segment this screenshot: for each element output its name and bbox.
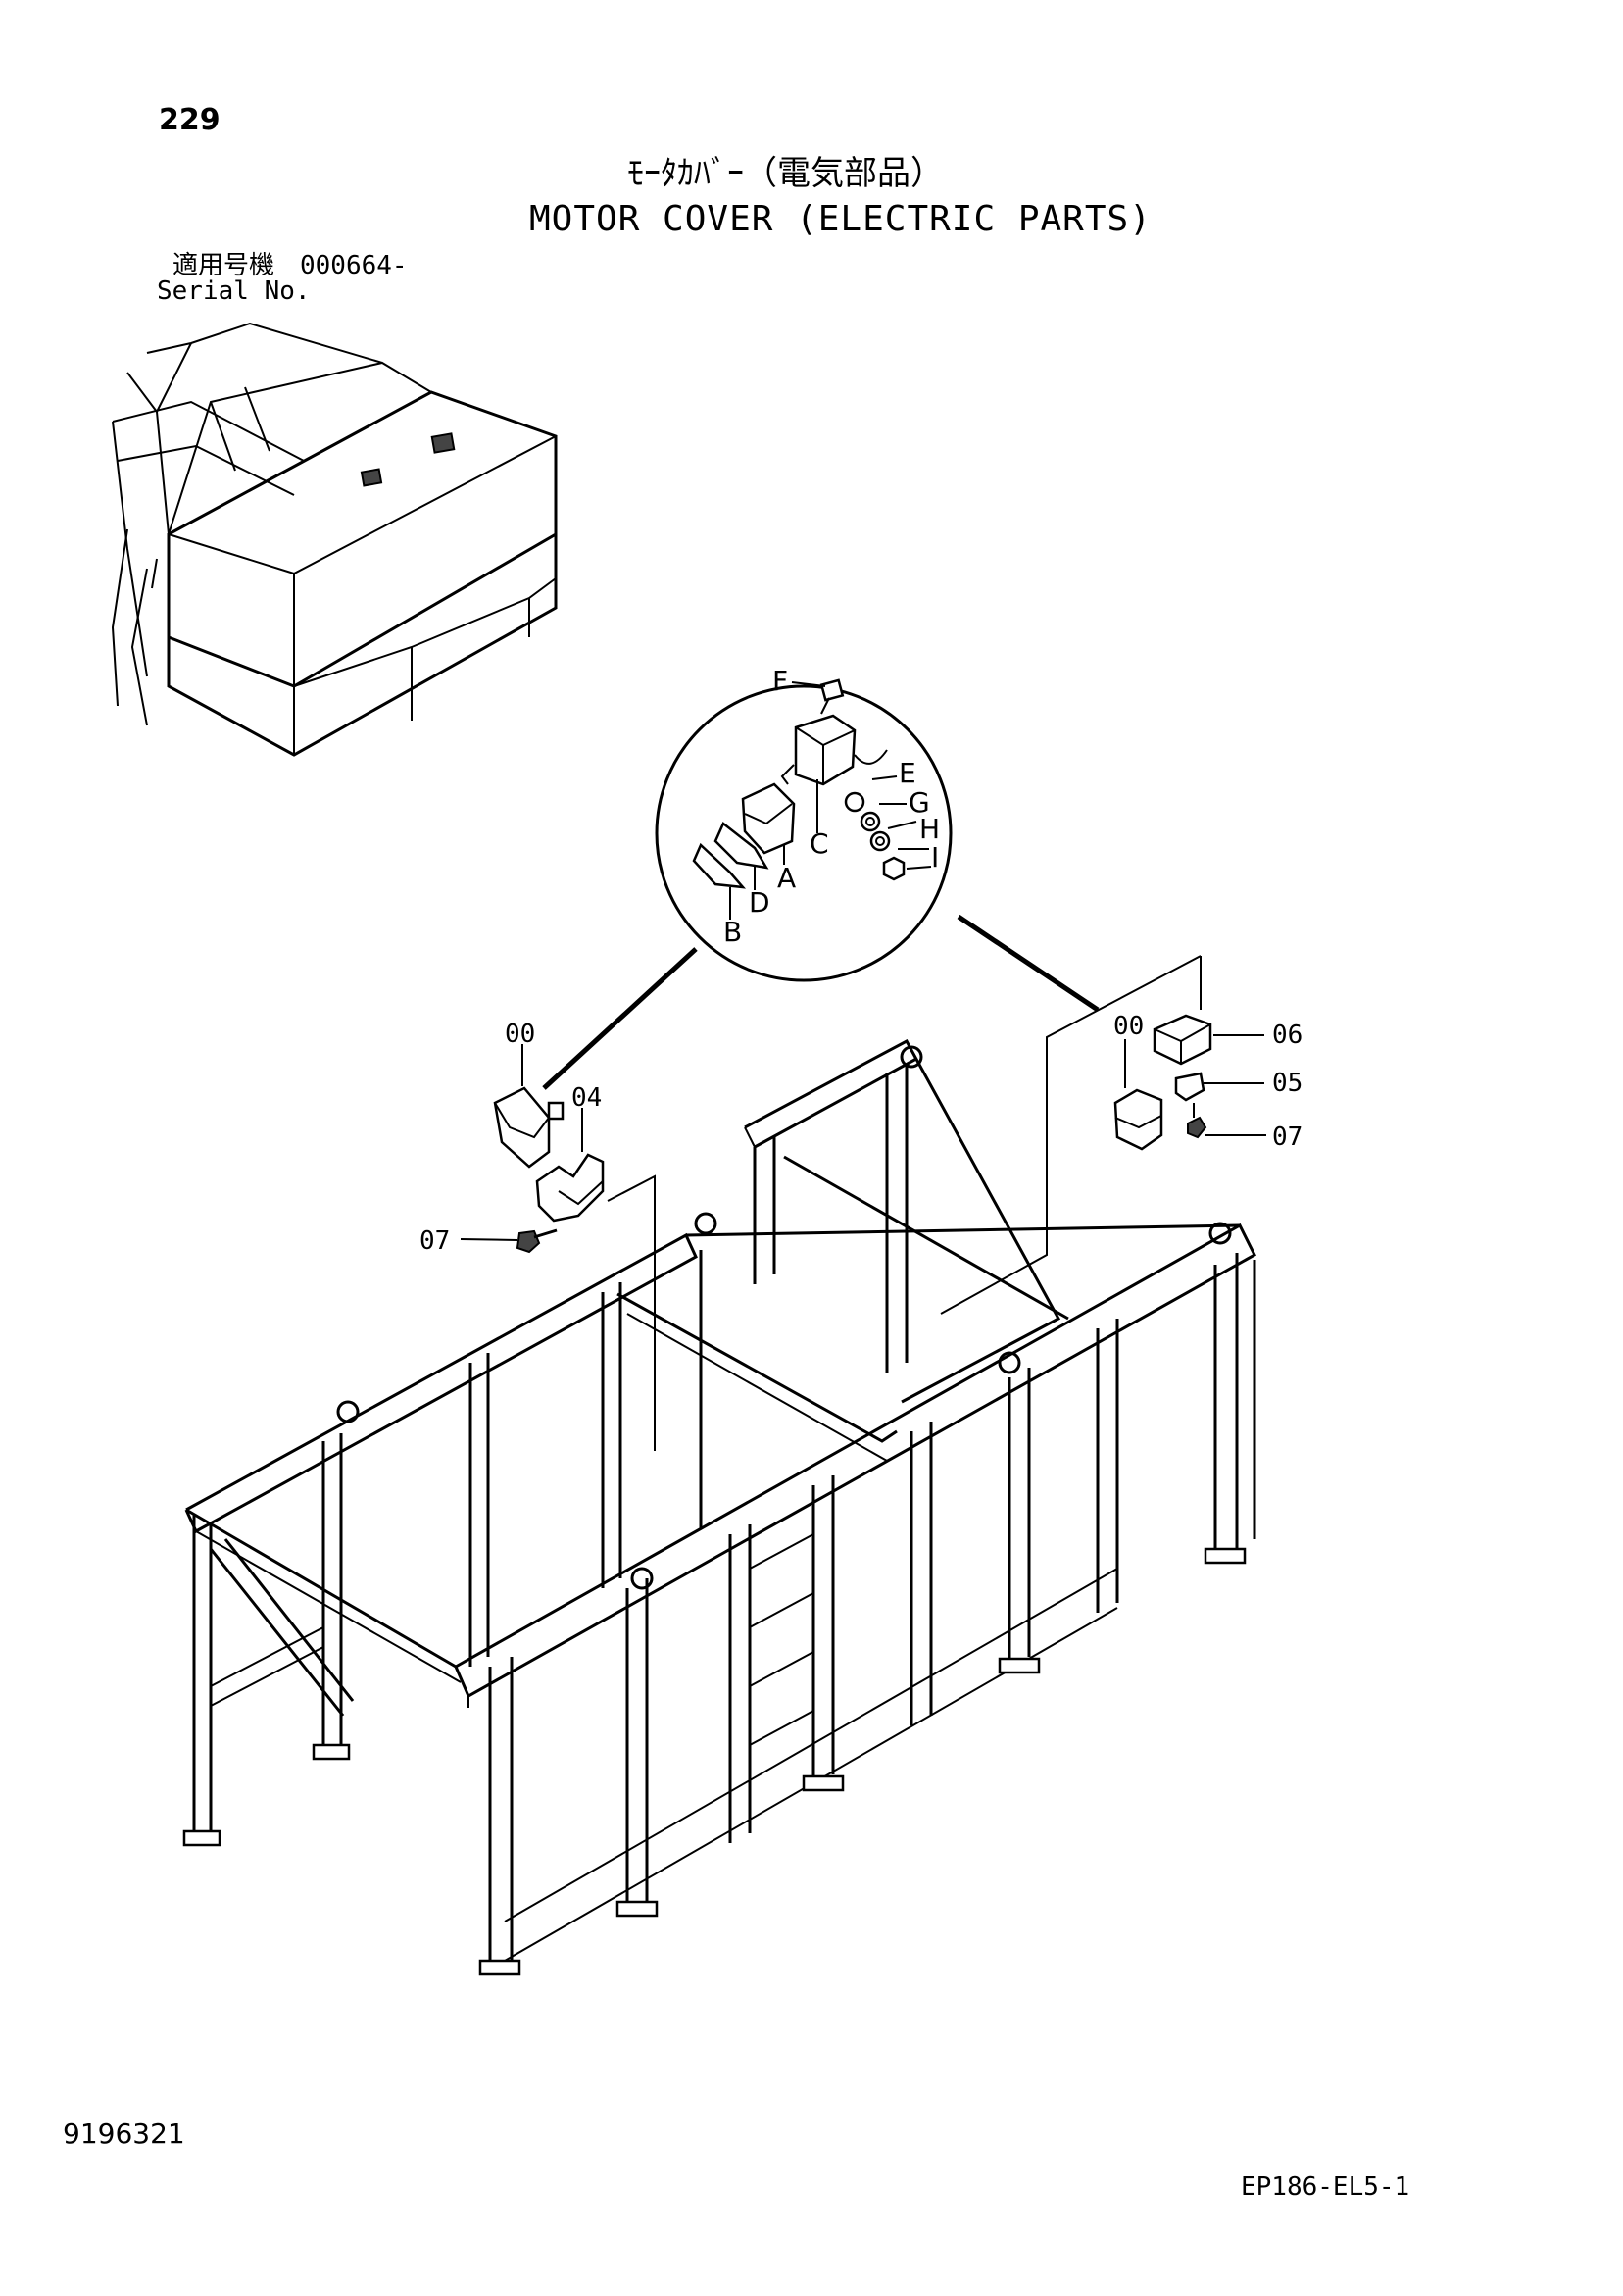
callout-06: 06: [1272, 1021, 1303, 1050]
callout-05: 05: [1272, 1069, 1303, 1098]
callout-E: E: [899, 757, 916, 789]
callout-00-right: 00: [1113, 1012, 1144, 1041]
drawing-code: EP186-EL5-1: [1241, 2172, 1410, 2202]
document-id: 9196321: [63, 2118, 185, 2150]
title-japanese: ﾓｰﾀｶﾊﾞｰ（電気部品）: [627, 154, 944, 193]
callout-07-left: 07: [419, 1226, 450, 1256]
callout-00-left: 00: [505, 1020, 535, 1049]
callout-A: A: [777, 862, 796, 894]
serial-label-japanese: 適用号機 000664-: [172, 251, 408, 280]
callout-I: I: [931, 841, 939, 873]
motor-cover-frame: [182, 1038, 1256, 1976]
callout-F: F: [772, 665, 788, 697]
machine-overview-illustration: [111, 322, 558, 757]
callout-B: B: [723, 916, 742, 948]
detail-pointer-right: [957, 914, 1100, 1013]
callout-G: G: [909, 786, 930, 819]
page-number: 229: [159, 103, 221, 137]
callout-H: H: [919, 813, 940, 845]
callout-07-right: 07: [1272, 1123, 1303, 1152]
serial-label-english: Serial No.: [157, 276, 311, 306]
detail-pointer-left: [542, 947, 698, 1090]
left-lamp-assembly: 00 04 07: [419, 1020, 656, 1451]
callout-04: 04: [571, 1083, 602, 1113]
title-english: MOTOR COVER (ELECTRIC PARTS): [529, 199, 1152, 239]
right-lamp-assembly: 00 06 05 07: [940, 955, 1303, 1315]
detail-circle: F E G H I C A D B: [655, 665, 953, 982]
callout-D: D: [749, 886, 770, 919]
callout-C: C: [810, 827, 829, 860]
